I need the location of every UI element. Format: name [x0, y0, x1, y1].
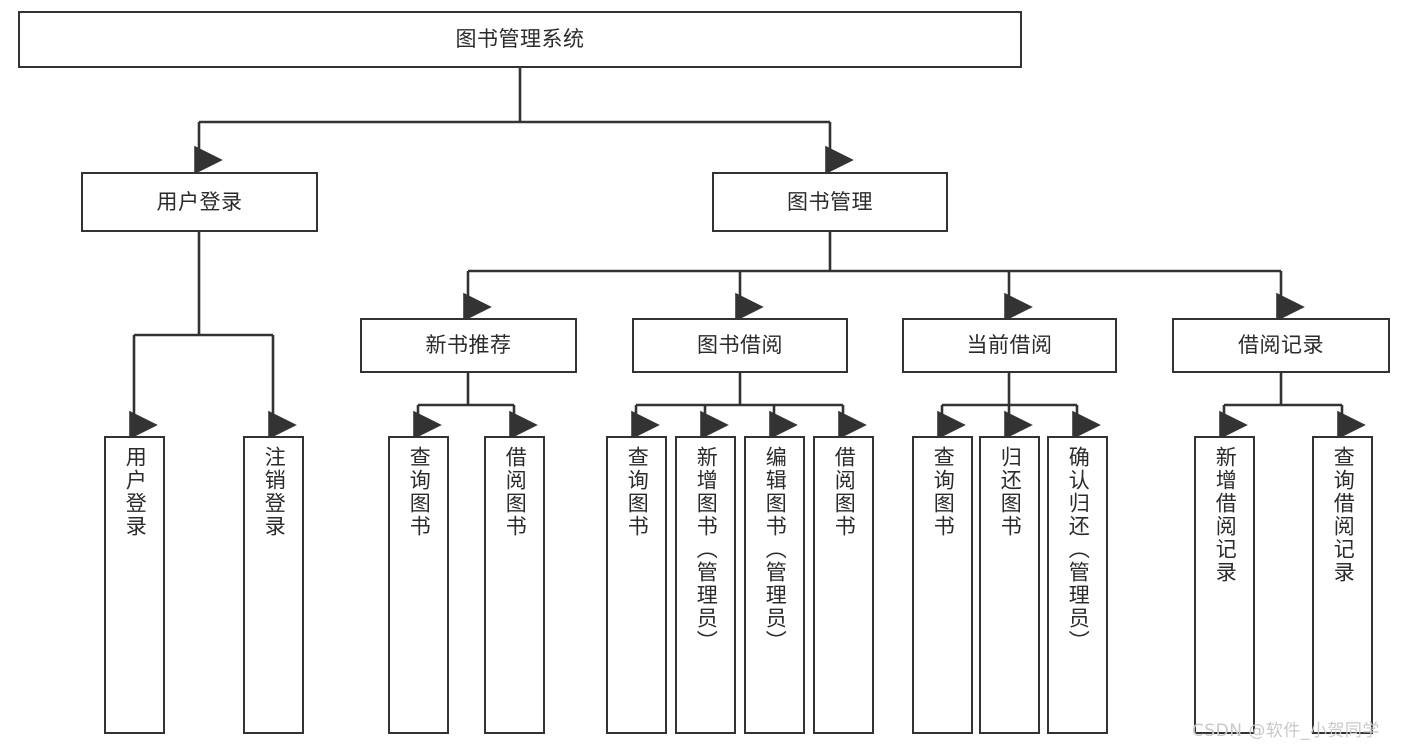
- node-book-borrow[interactable]: 图书借阅: [632, 318, 848, 373]
- node-leaf-add-record[interactable]: 新增借阅记录: [1194, 436, 1255, 734]
- node-borrow-record[interactable]: 借阅记录: [1172, 318, 1390, 373]
- node-leaf-add-book-label: 新增图书（管理员）: [694, 446, 719, 653]
- node-new-book-recommend[interactable]: 新书推荐: [360, 318, 577, 373]
- node-leaf-borrow-book-1-label: 借阅图书: [503, 446, 528, 538]
- node-leaf-query-book-3[interactable]: 查询图书: [912, 436, 973, 734]
- node-leaf-query-record-label: 查询借阅记录: [1331, 446, 1356, 584]
- node-book-borrow-label: 图书借阅: [697, 333, 783, 358]
- node-leaf-confirm-return[interactable]: 确认归还（管理员）: [1047, 436, 1108, 734]
- node-root[interactable]: 图书管理系统: [18, 11, 1022, 68]
- node-leaf-query-book-2[interactable]: 查询图书: [606, 436, 667, 734]
- node-leaf-query-book-2-label: 查询图书: [625, 446, 650, 538]
- node-current-borrow-label: 当前借阅: [966, 333, 1053, 358]
- node-user-login[interactable]: 用户登录: [81, 172, 318, 232]
- node-leaf-return-book-label: 归还图书: [998, 446, 1023, 538]
- node-leaf-user-logout[interactable]: 注销登录: [243, 436, 304, 734]
- node-leaf-user-login-label: 用户登录: [123, 446, 148, 538]
- node-leaf-edit-book[interactable]: 编辑图书（管理员）: [744, 436, 805, 734]
- node-borrow-record-label: 借阅记录: [1238, 333, 1324, 358]
- node-root-label: 图书管理系统: [455, 27, 585, 52]
- watermark-label: CSDN @软件_小贺同学: [1192, 721, 1380, 741]
- node-leaf-user-login[interactable]: 用户登录: [104, 436, 165, 734]
- node-leaf-query-record[interactable]: 查询借阅记录: [1312, 436, 1373, 734]
- node-book-management-label: 图书管理: [787, 189, 873, 214]
- node-current-borrow[interactable]: 当前借阅: [902, 318, 1117, 373]
- node-user-login-label: 用户登录: [156, 189, 243, 214]
- node-leaf-return-book[interactable]: 归还图书: [979, 436, 1040, 734]
- node-leaf-add-book[interactable]: 新增图书（管理员）: [675, 436, 736, 734]
- node-leaf-borrow-book-2[interactable]: 借阅图书: [813, 436, 874, 734]
- node-leaf-borrow-book-1[interactable]: 借阅图书: [484, 436, 545, 734]
- node-leaf-confirm-return-label: 确认归还（管理员）: [1066, 446, 1091, 653]
- node-leaf-borrow-book-2-label: 借阅图书: [832, 446, 857, 538]
- node-book-management[interactable]: 图书管理: [712, 172, 948, 232]
- node-new-book-recommend-label: 新书推荐: [425, 333, 512, 358]
- node-leaf-add-record-label: 新增借阅记录: [1213, 446, 1238, 584]
- node-leaf-edit-book-label: 编辑图书（管理员）: [763, 446, 788, 653]
- node-leaf-user-logout-label: 注销登录: [262, 446, 287, 538]
- node-leaf-query-book-1[interactable]: 查询图书: [388, 436, 449, 734]
- node-leaf-query-book-1-label: 查询图书: [407, 446, 432, 538]
- node-leaf-query-book-3-label: 查询图书: [931, 446, 956, 538]
